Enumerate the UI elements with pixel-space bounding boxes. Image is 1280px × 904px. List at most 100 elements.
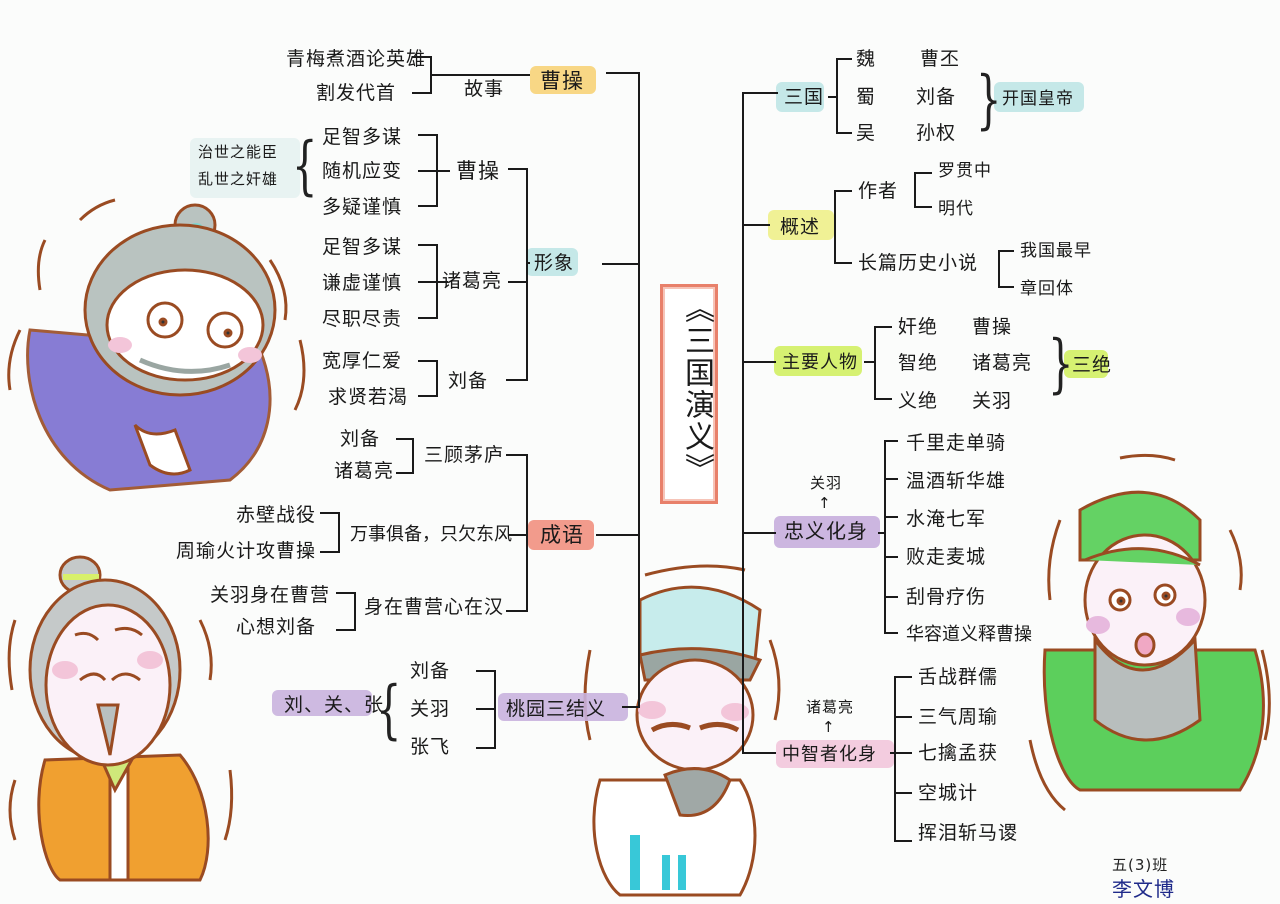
image-label: 形象 [534,252,575,274]
three-kingdoms-summary: 开国皇帝 [1002,89,1074,109]
connector [354,592,356,630]
connector [336,629,356,631]
connector [338,512,340,552]
character-title: 义绝 [898,390,939,412]
character-name: 关羽 [972,390,1013,412]
idiom: 身在曹营心在汉 [364,596,505,618]
connector [742,752,776,754]
connector [884,596,898,598]
emperor: 孙权 [916,122,957,144]
oath-label: 桃园三结义 [506,698,607,720]
oath-summary: 刘、关、张 [284,694,385,716]
connector [894,840,912,842]
connector [914,206,932,208]
characters-summary: 三绝 [1072,354,1113,376]
connector [894,676,912,678]
zhugeliang-figure [583,564,781,897]
idiom: 三顾茅庐 [424,444,505,466]
connector [884,440,898,442]
idiom-source: 心想刘备 [236,616,317,638]
node-liubei-image: 刘备 [448,370,489,392]
connector [506,610,528,612]
wisdom-item: 挥泪斩马谡 [918,822,1019,844]
connector [622,706,640,708]
connector [606,72,640,74]
stories-label: 故事 [464,78,505,100]
connector [742,532,776,534]
connector [894,716,912,718]
highlight-layer [190,66,1108,768]
emperor: 曹丕 [920,48,961,70]
connector [914,172,916,208]
connector [418,134,438,136]
right-spine [742,92,744,752]
kingdom: 蜀 [856,86,877,108]
connector [526,454,528,612]
connector [864,361,876,363]
connector [526,168,528,380]
connector [436,360,438,396]
idioms-label: 成语 [540,523,584,547]
oath-member: 张飞 [410,736,451,758]
character-name: 诸葛亮 [972,352,1033,374]
connector [412,438,414,474]
idiom-source: 周瑜火计攻曹操 [176,540,317,562]
connector [742,361,776,363]
genre-label: 长篇历史小说 [858,252,979,274]
connector [834,190,852,192]
loyalty-item: 水淹七军 [906,508,987,530]
connector [998,286,1014,288]
connector [836,132,852,134]
story-item: 青梅煮酒论英雄 [286,48,427,70]
connector [836,58,852,60]
genre-detail: 我国最早 [1020,241,1092,261]
idiom-source: 关羽身在曹营 [210,584,331,606]
connector [396,438,414,440]
character-title: 奸绝 [898,316,939,338]
connector [836,58,838,134]
connector [998,250,1000,288]
brace: } [976,63,1002,137]
connector [320,551,340,553]
node-zhugeliang-image: 诸葛亮 [442,270,503,292]
caocao-figure [7,198,306,492]
loyalty-item: 温酒斩华雄 [906,470,1007,492]
page-title: 《三国演义》 [679,293,714,485]
connector [596,534,640,536]
connector [884,516,898,518]
wisdom-label: 中智者化身 [782,744,877,765]
connector [526,262,530,264]
connector [834,262,852,264]
connector [742,92,778,94]
oath-member: 关羽 [410,698,451,720]
connector [998,250,1014,252]
characters-label: 主要人物 [782,352,858,373]
connector [508,281,528,283]
liubei-figure [7,555,234,882]
kingdom: 吴 [856,122,877,144]
caocao-trait: 足智多谋 [322,126,403,148]
connector [418,170,450,172]
arrow-up-icon: ↑ [822,718,836,736]
connector [884,632,898,634]
connector [508,168,528,170]
guanyu-figure [1028,453,1271,812]
left-spine [638,72,640,708]
genre-detail: 章回体 [1020,279,1074,299]
connector [894,752,912,754]
idiom-source: 刘备 [340,428,381,450]
connector [336,592,356,594]
connector [396,472,414,474]
connector [828,96,838,98]
connector [890,752,896,754]
zhuge-trait: 谦虚谨慎 [322,272,403,294]
connector [418,317,438,319]
loyalty-person: 关羽 [810,474,843,492]
wisdom-item: 三气周瑜 [918,706,999,728]
caocao-trait: 随机应变 [322,160,403,182]
zhuge-trait: 足智多谋 [322,236,403,258]
connector [884,556,898,558]
connector [894,792,912,794]
idiom-source: 赤壁战役 [236,504,317,526]
overview-label: 概述 [780,216,821,238]
